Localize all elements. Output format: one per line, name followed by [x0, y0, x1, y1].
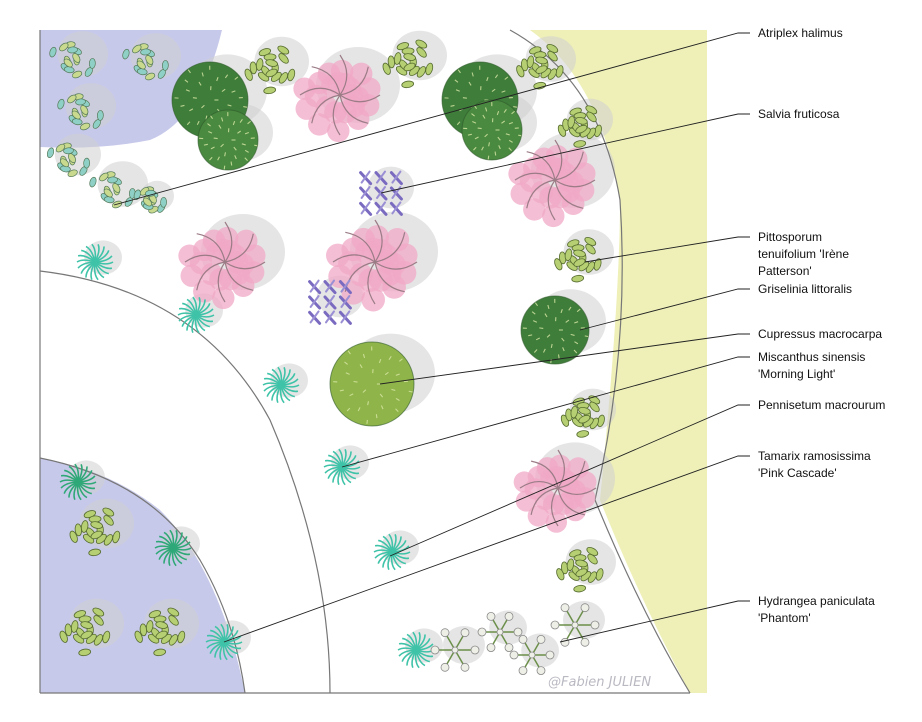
- callout-line-griselinia: [579, 288, 750, 331]
- atriplex-shrub: [46, 142, 91, 178]
- pennisetum-grass: [177, 296, 215, 334]
- cupressus-shrub: [329, 341, 415, 427]
- tamarix-shrub: [178, 221, 266, 310]
- pennisetum-grass: [205, 623, 243, 661]
- lavender-bed-bottom: [40, 458, 245, 693]
- callout-line-salvia: [380, 113, 750, 194]
- pennisetum-grass: [76, 243, 114, 281]
- pittosporum-shrub: [516, 43, 564, 90]
- miscanthus-grass: [154, 529, 192, 567]
- pittosporum-shrub: [557, 105, 602, 148]
- hydrangea-shrub: [509, 635, 555, 675]
- callout-line-miscanthus: [341, 356, 750, 468]
- right-curve: [509, 29, 691, 694]
- tamarix-shrub: [326, 219, 418, 312]
- callout-line-pittosporum: [584, 236, 750, 263]
- atriplex-shrub: [89, 171, 136, 209]
- plants: [46, 39, 605, 675]
- legend-label-atriplex: Atriplex halimus: [758, 26, 843, 40]
- legend-label-pittosporum: Pittosporum: [758, 230, 822, 244]
- legend-label-miscanthus: 'Morning Light': [758, 367, 835, 381]
- atriplex-shrub: [133, 186, 167, 214]
- pittosporum-shrub: [560, 395, 605, 438]
- pittosporum-shrub: [134, 607, 186, 657]
- author-credit: @Fabien JULIEN: [548, 675, 651, 690]
- pennisetum-grass: [373, 533, 411, 571]
- atriplex-shrub: [49, 41, 96, 79]
- legend-label-griselinia: Griselinia littoralis: [758, 282, 852, 296]
- pittosporum-shrub: [69, 507, 121, 557]
- plant-shadow: [563, 601, 605, 639]
- legend-label-pittosporum: Patterson': [758, 264, 812, 278]
- callout-line-atriplex: [113, 32, 750, 206]
- pennisetum-grass: [262, 366, 300, 404]
- pittosporum-shrub: [382, 39, 434, 89]
- tamarix-shrub: [513, 449, 597, 533]
- legend-label-salvia: Salvia fruticosa: [758, 107, 840, 121]
- griselinia-shrub: [461, 99, 523, 161]
- hydrangea-shrub: [477, 612, 523, 652]
- pittosporum-shrub: [556, 546, 604, 593]
- hydrangea-shrub: [430, 628, 480, 672]
- legend-label-pittosporum: tenuifolium 'Irène: [758, 247, 849, 261]
- tamarix-shrub: [293, 54, 381, 143]
- pittosporum-shrub: [554, 236, 602, 283]
- legend-label-miscanthus: Miscanthus sinensis: [758, 350, 865, 364]
- legend-label-tamarix: 'Pink Cascade': [758, 466, 837, 480]
- legend-label-tamarix: Tamarix ramosissima: [758, 449, 871, 463]
- legend-label-pennisetum: Pennisetum macrourum: [758, 398, 885, 412]
- callout-line-tamarix: [223, 455, 750, 643]
- callout-line-pennisetum: [389, 404, 750, 557]
- miscanthus-grass: [59, 463, 97, 501]
- callout-line-hydrangea: [559, 600, 750, 643]
- griselinia-shrub: [520, 295, 590, 365]
- plant-shadow: [443, 626, 485, 664]
- pennisetum-grass: [397, 631, 435, 669]
- atriplex-shrub: [122, 43, 169, 81]
- legend-label-cupressus: Cupressus macrocarpa: [758, 327, 882, 341]
- pittosporum-shrub: [59, 607, 111, 657]
- tamarix-shrub: [508, 139, 596, 228]
- pittosporum-shrub: [244, 45, 296, 95]
- griselinia-shrub: [197, 109, 259, 171]
- legend-label-hydrangea: 'Phantom': [758, 611, 811, 625]
- yellow-bed: [530, 30, 707, 693]
- atriplex-shrub: [57, 93, 104, 131]
- hydrangea-shrub: [550, 603, 600, 647]
- callout-line-cupressus: [379, 333, 750, 385]
- legend-label-hydrangea: Hydrangea paniculata: [758, 594, 875, 608]
- salvia-shrub: [308, 279, 352, 325]
- callout-lines: [113, 32, 750, 643]
